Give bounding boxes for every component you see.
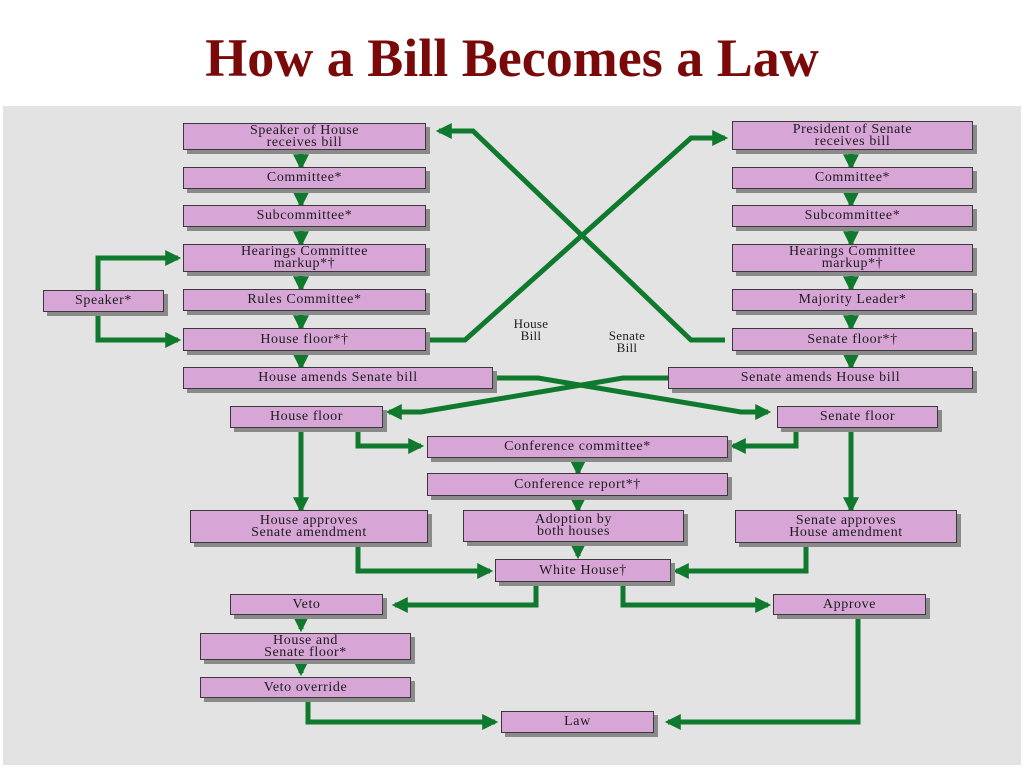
conference-report-box: Conference report*† bbox=[427, 473, 728, 496]
arrow bbox=[729, 428, 799, 455]
arrow bbox=[391, 582, 539, 614]
arrow bbox=[355, 428, 425, 455]
arrow bbox=[95, 249, 182, 292]
adoption-by-both-houses-box: Adoption by both houses bbox=[463, 510, 684, 542]
veto-override-box: Veto override bbox=[200, 677, 411, 698]
arrow bbox=[95, 304, 182, 349]
flow-arrows bbox=[95, 122, 861, 731]
house-floor-box: House floor*† bbox=[183, 328, 426, 351]
majority-leader-box: Majority Leader* bbox=[732, 289, 973, 311]
arrow bbox=[355, 543, 494, 580]
senate-subcommittee-box: Subcommittee* bbox=[732, 205, 973, 227]
arrow bbox=[672, 543, 809, 580]
speaker-box: Speaker* bbox=[43, 290, 164, 312]
arrow bbox=[305, 697, 499, 731]
house-approves-senate-amendment-box: House approves Senate amendment bbox=[190, 510, 428, 543]
house-and-senate-floor-box: House and Senate floor* bbox=[200, 633, 411, 660]
senate-amends-house-bill-box: Senate amends House bill bbox=[668, 367, 973, 389]
house-hearings-committee-box: Hearings Committee markup*† bbox=[183, 244, 426, 272]
house-committee-box: Committee* bbox=[183, 167, 426, 189]
arrow bbox=[385, 375, 668, 421]
white-house-box: White House† bbox=[495, 559, 671, 582]
rules-committee-box: Rules Committee* bbox=[183, 289, 426, 311]
arrow bbox=[430, 129, 729, 343]
president-of-senate-receives-bill-box: President of Senate receives bill bbox=[732, 121, 973, 150]
page-title: How a Bill Becomes a Law bbox=[205, 28, 819, 88]
arrow bbox=[664, 615, 861, 731]
arrow bbox=[435, 122, 725, 343]
speaker-of-house-receives-bill-box: Speaker of House receives bill bbox=[183, 123, 426, 150]
house-amends-senate-bill-box: House amends Senate bill bbox=[183, 367, 493, 389]
conference-committee-box: Conference committee* bbox=[427, 436, 728, 458]
arrow bbox=[620, 582, 772, 614]
senate-bill-label: Senate Bill bbox=[608, 328, 646, 355]
senate-approves-house-amendment-box: Senate approves House amendment bbox=[735, 510, 957, 543]
senate-hearings-committee-box: Hearings Committee markup*† bbox=[732, 244, 973, 272]
flowchart: Speaker of House receives bill Committee… bbox=[3, 106, 1021, 765]
approve-box: Approve bbox=[773, 594, 926, 615]
house-bill-label: House Bill bbox=[513, 316, 549, 343]
law-box: Law bbox=[501, 711, 654, 733]
senate-floor-box: Senate floor*† bbox=[732, 328, 973, 351]
house-floor-2-box: House floor bbox=[230, 406, 383, 428]
arrow bbox=[493, 375, 772, 421]
house-subcommittee-box: Subcommittee* bbox=[183, 205, 426, 227]
senate-floor-2-box: Senate floor bbox=[777, 406, 938, 428]
veto-box: Veto bbox=[230, 594, 383, 615]
senate-committee-box: Committee* bbox=[732, 167, 973, 189]
